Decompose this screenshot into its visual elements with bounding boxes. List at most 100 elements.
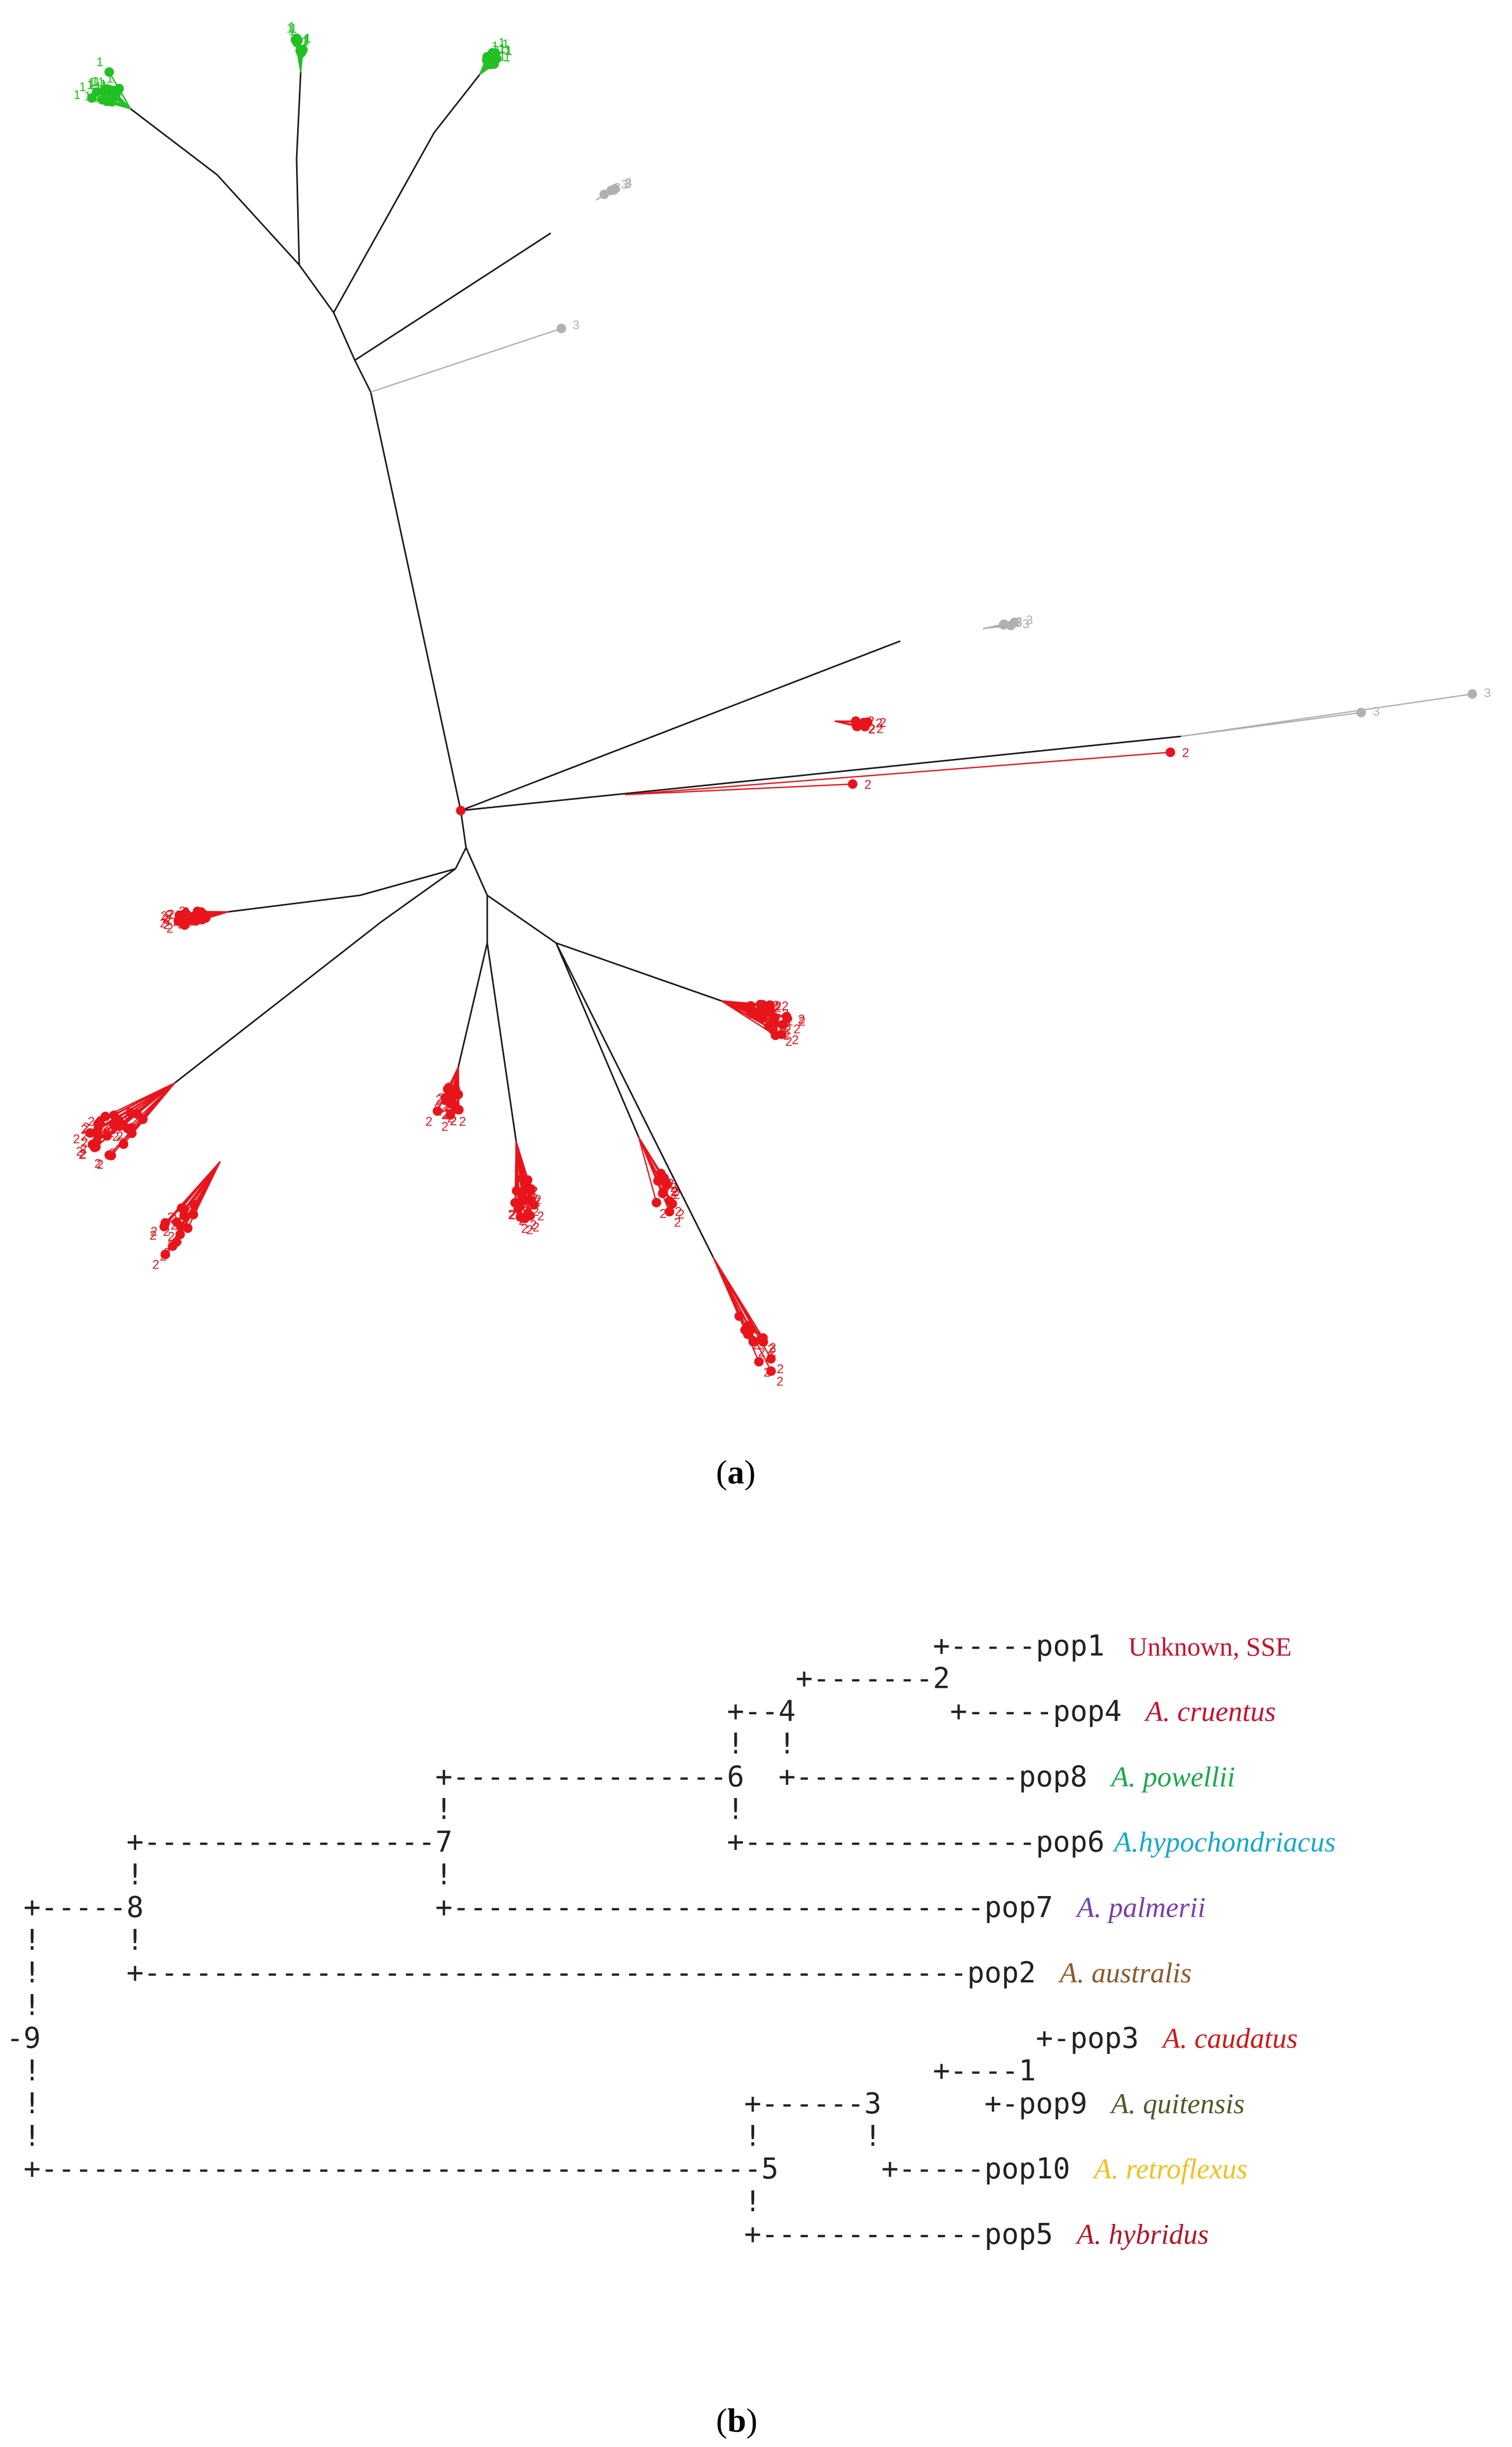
tip-dot <box>755 1000 765 1010</box>
tip-label: 2 <box>767 1342 774 1357</box>
species-label-pop7: A. palmerii <box>1075 1892 1205 1924</box>
tip-label: 2 <box>166 908 173 922</box>
tip-dot <box>529 1200 539 1210</box>
tip-dot <box>92 87 102 97</box>
dendrogram-text-lines: +-----pop1 +-------2 +--4 +-----pop4 ! ! <box>6 1629 1139 2251</box>
tip-label: 2 <box>165 913 172 927</box>
branch-tip <box>183 1161 221 1216</box>
tip-label: 3 <box>572 318 579 332</box>
branch-internal <box>333 132 435 313</box>
tip-label: 1 <box>106 72 113 86</box>
tip-dot <box>656 1169 666 1179</box>
tip-label: 2 <box>450 1114 457 1128</box>
tip-dot <box>126 1108 136 1118</box>
tip-label: 2 <box>117 1135 124 1150</box>
branch-internal <box>296 158 300 265</box>
tip-dot <box>179 1211 189 1221</box>
tip-dot <box>557 324 566 333</box>
tip-dot <box>665 1207 675 1217</box>
tip-label: 2 <box>677 1207 684 1222</box>
dendrogram-line: ! ! <box>6 1727 795 1760</box>
tip-label: 2 <box>764 1366 771 1380</box>
tip-label: 2 <box>753 1338 759 1352</box>
tip-dot <box>662 1180 672 1190</box>
tip-dot <box>160 1249 171 1259</box>
tip-label: 2 <box>78 1148 85 1162</box>
tip-dot <box>181 909 191 919</box>
tip-label: 2 <box>673 1188 680 1202</box>
tip-label: 1 <box>91 75 98 89</box>
dendrogram-line: +-----------------7 +-----------------po… <box>6 1825 1105 1858</box>
tip-label: 2 <box>674 1216 681 1230</box>
tip-label: 2 <box>149 1229 156 1243</box>
tip-dot <box>90 1142 100 1152</box>
species-label-pop8: A. powellii <box>1110 1761 1235 1793</box>
tip-label: 2 <box>782 999 789 1013</box>
branch-internal <box>130 108 218 176</box>
tip-label: 2 <box>96 1158 103 1172</box>
tip-label: 2 <box>73 1132 80 1146</box>
species-label-pop4: A. cruentus <box>1144 1695 1276 1727</box>
panel-a-unrooted-tree: 1111111111111111111111111111111111111333… <box>73 20 1491 1389</box>
tip-label: 2 <box>114 1113 121 1127</box>
dendrogram-line: ! +----1 <box>6 2054 1036 2087</box>
dendrogram-line: ! <box>6 1989 41 2022</box>
tip-dot <box>456 806 466 815</box>
tip-label: 3 <box>1373 705 1380 719</box>
tip-label: 3 <box>614 181 621 195</box>
tip-label: 2 <box>775 999 782 1013</box>
tip-dot <box>734 1311 744 1321</box>
tip-label: 2 <box>160 909 167 923</box>
species-label-pop3: A. caudatus <box>1161 2022 1298 2054</box>
tip-label: 2 <box>869 722 875 736</box>
dendrogram-line: +-------------pop5 <box>6 2218 1053 2251</box>
tip-label: 1 <box>504 50 511 65</box>
tip-dot <box>758 1333 768 1343</box>
dendrogram-line: +---------------------------------------… <box>6 2152 1070 2185</box>
branch-internal <box>433 74 480 133</box>
branch-backbone <box>370 391 462 811</box>
branch-backbone <box>216 174 300 266</box>
tip-label: 1 <box>498 42 505 57</box>
dendrogram-line: -9 +-pop3 <box>6 2021 1139 2054</box>
tip-dot <box>173 916 183 926</box>
tip-dot <box>189 1209 199 1220</box>
tip-label: 2 <box>459 1115 466 1129</box>
tip-label: 2 <box>508 1207 515 1222</box>
tip-dot <box>1468 689 1477 699</box>
species-label-pop9: A. quitensis <box>1110 2088 1245 2120</box>
tip-dot <box>754 1357 764 1367</box>
tip-dot <box>177 1203 187 1213</box>
tip-dot <box>441 1093 451 1103</box>
tip-dot <box>487 48 497 58</box>
tip-dot <box>658 1187 668 1197</box>
tip-label: 1 <box>303 32 310 47</box>
dendrogram-line: ! ! <box>6 1923 144 1956</box>
branch-internal <box>555 942 714 1258</box>
tip-dot <box>776 1029 786 1039</box>
tip-label: 2 <box>167 907 174 922</box>
species-label-pop5: A. hybridus <box>1075 2219 1209 2250</box>
tip-label: 2 <box>758 1345 765 1359</box>
tip-dot <box>512 1186 522 1196</box>
tip-dot <box>523 1208 533 1218</box>
tip-dot <box>190 1199 200 1209</box>
tip-label: 2 <box>534 1193 541 1207</box>
tip-label: 2 <box>769 1341 776 1355</box>
tip-label: 2 <box>521 1222 528 1236</box>
tip-dot <box>100 1111 110 1122</box>
tip-label: 1 <box>304 31 311 46</box>
tip-label: 2 <box>80 1147 87 1162</box>
tip-label: 2 <box>80 1123 87 1137</box>
tip-label: 2 <box>80 1142 87 1156</box>
tip-label: 2 <box>181 1218 188 1232</box>
tip-label: 2 <box>80 1129 87 1144</box>
tip-dot <box>104 1150 114 1160</box>
tip-label: 2 <box>526 1223 533 1238</box>
tip-dot <box>513 1204 523 1214</box>
dendrogram-line: +--4 +-----pop4 <box>6 1694 1122 1728</box>
tip-dot <box>757 1013 767 1023</box>
tip-label: 2 <box>171 1218 177 1233</box>
tip-label: 2 <box>799 1015 806 1029</box>
